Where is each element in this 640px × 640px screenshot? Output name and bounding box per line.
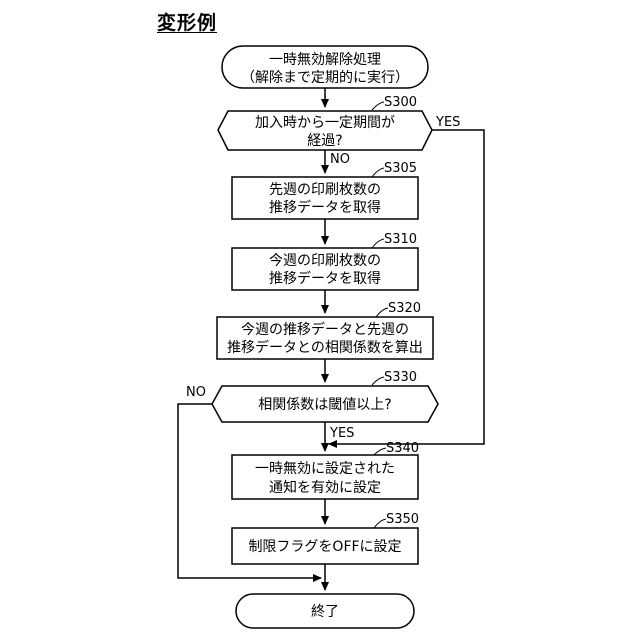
step-label-s340: S340 bbox=[386, 441, 419, 456]
decision-s330-yes-label: YES bbox=[329, 426, 354, 441]
start-line1: 一時無効解除処理 bbox=[269, 52, 381, 68]
end-terminal: 終了 bbox=[236, 594, 414, 628]
decision-s300: S300 加入時から一定期間が 経過? YES NO bbox=[218, 95, 460, 167]
step-label-s310: S310 bbox=[384, 232, 417, 247]
decision-s330: S330 相関係数は閾値以上? NO YES bbox=[186, 370, 438, 441]
process-s305-line1: 先週の印刷枚数の bbox=[269, 182, 381, 198]
step-leader-s330 bbox=[372, 377, 384, 385]
process-s340-line1: 一時無効に設定された bbox=[255, 461, 395, 477]
decision-s300-no-label: NO bbox=[330, 152, 350, 167]
decision-s300-line2: 経過? bbox=[307, 133, 342, 149]
process-s320-line2: 推移データとの相関係数を算出 bbox=[227, 339, 423, 356]
process-s320-line1: 今週の推移データと先週の bbox=[241, 321, 409, 338]
process-s310-line2: 推移データを取得 bbox=[269, 270, 381, 287]
decision-s330-no-label: NO bbox=[186, 385, 206, 400]
decision-s300-line1: 加入時から一定期間が bbox=[255, 115, 395, 131]
decision-s300-yes-label: YES bbox=[435, 115, 460, 130]
step-label-s350: S350 bbox=[386, 512, 419, 527]
step-leader-s340 bbox=[374, 448, 386, 455]
step-label-s300: S300 bbox=[384, 95, 417, 110]
step-leader-s350 bbox=[374, 519, 386, 528]
decision-s330-line1: 相関係数は閾値以上? bbox=[258, 397, 391, 413]
process-s310-line1: 今週の印刷枚数の bbox=[269, 253, 381, 269]
step-label-s305: S305 bbox=[384, 161, 417, 176]
start-line2: （解除まで定期的に実行） bbox=[241, 70, 409, 86]
process-s350-line1: 制限フラグをOFFに設定 bbox=[248, 539, 401, 555]
step-leader-s310 bbox=[372, 239, 384, 248]
step-label-s330: S330 bbox=[384, 370, 417, 385]
step-label-s320: S320 bbox=[388, 301, 421, 316]
process-s305-line2: 推移データを取得 bbox=[269, 199, 381, 216]
step-leader-s305 bbox=[372, 168, 384, 177]
process-s340-line2: 通知を有効に設定 bbox=[269, 479, 381, 496]
start-terminal: 一時無効解除処理 （解除まで定期的に実行） bbox=[222, 46, 428, 88]
step-leader-s300 bbox=[372, 102, 384, 110]
end-line1: 終了 bbox=[311, 604, 339, 620]
step-leader-s320 bbox=[376, 308, 388, 317]
